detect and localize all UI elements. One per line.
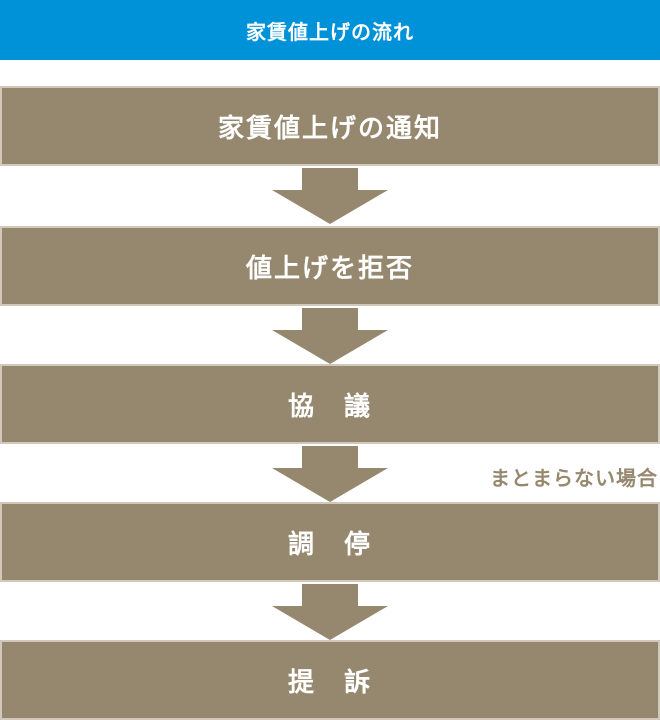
step-lawsuit: 提 訴	[0, 640, 660, 720]
step-label: 提 訴	[287, 667, 372, 698]
step-negotiation: 協 議	[0, 364, 660, 444]
step-label: 家賃値上げの通知	[217, 113, 442, 144]
step-refuse-increase: 値上げを拒否	[0, 226, 660, 306]
down-arrow-icon	[272, 584, 388, 640]
step-label: 調 停	[287, 529, 372, 560]
down-arrow-icon	[272, 168, 388, 224]
step-label: 協 議	[287, 391, 372, 422]
down-arrow-icon	[272, 308, 388, 364]
step-mediation: 調 停	[0, 502, 660, 582]
condition-note: まとまらない場合	[490, 466, 658, 490]
step-rent-increase-notice: 家賃値上げの通知	[0, 86, 660, 166]
step-label: 値上げを拒否	[245, 253, 414, 284]
flow-title: 家賃値上げの流れ	[246, 19, 414, 44]
down-arrow-icon	[272, 446, 388, 502]
flow-title-banner: 家賃値上げの流れ	[0, 0, 660, 60]
